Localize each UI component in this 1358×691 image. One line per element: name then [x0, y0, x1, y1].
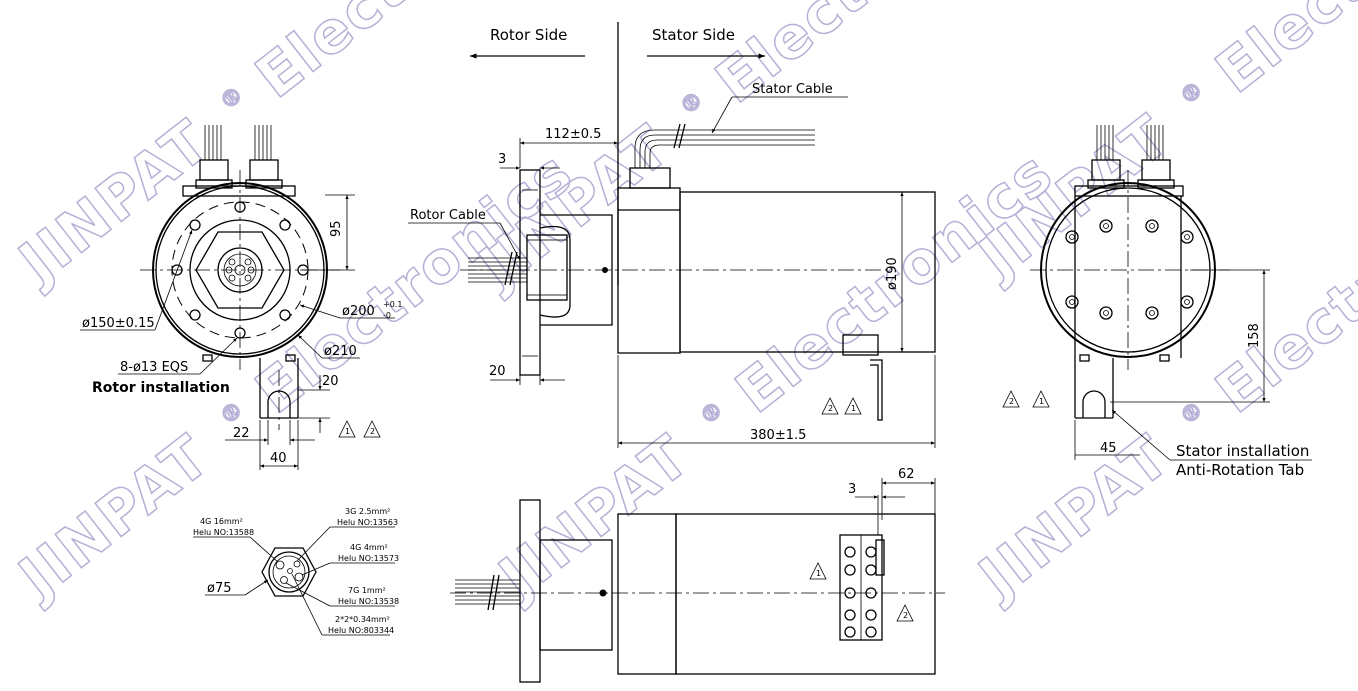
dim-158: 158 [1247, 323, 1262, 348]
watermark-registered: ® [1176, 396, 1210, 430]
svg-text:Helu NO:13538: Helu NO:13538 [338, 597, 399, 606]
watermark-registered: ® [1176, 76, 1210, 110]
watermark-company: Electronics [1203, 138, 1358, 426]
warning-marks-right: 2 1 [1002, 390, 1050, 408]
warning-marks-top-view: 1 2 [809, 562, 914, 622]
rotor-installation-label: Rotor installation [92, 380, 230, 396]
watermark-company: Electronics [243, 138, 585, 426]
dim-95: 95 [329, 220, 344, 237]
svg-text:1: 1 [851, 404, 856, 413]
dim-45: 45 [1100, 441, 1117, 456]
dim-200-tol-upper: +0.1 [383, 300, 402, 309]
dim-75: ø75 [207, 581, 232, 596]
svg-text:2: 2 [903, 611, 908, 620]
svg-text:1: 1 [1039, 397, 1044, 406]
rotor-end-view: 95 ø150±0.15 ø200 +0.1 -0 ø210 8-ø13 EQS… [80, 125, 402, 470]
side-headers: Rotor Side Stator Side [470, 22, 765, 285]
watermark-brand: JINPAT [4, 421, 223, 613]
svg-text:4G 16mm²: 4G 16mm² [200, 517, 243, 526]
watermark-company: Electronics [703, 0, 1045, 116]
svg-text:3G 2.5mm²: 3G 2.5mm² [345, 507, 390, 516]
svg-text:Helu NO:13588: Helu NO:13588 [193, 528, 254, 537]
rotor-side-label: Rotor Side [490, 26, 567, 44]
watermark-registered: ® [216, 81, 250, 115]
warning-marks-center: 2 1 [821, 397, 862, 415]
svg-text:Helu NO:803344: Helu NO:803344 [328, 626, 394, 635]
svg-text:7G 1mm²: 7G 1mm² [348, 586, 386, 595]
dim-3-bottom: 3 [848, 482, 856, 497]
svg-text:1: 1 [816, 569, 821, 578]
dim-40: 40 [270, 451, 287, 466]
watermark-company: Electronics [1203, 0, 1358, 106]
svg-text:4G 4mm²: 4G 4mm² [350, 543, 388, 552]
stator-collar [617, 187, 681, 354]
svg-text:2: 2 [828, 404, 833, 413]
dim-150: ø150±0.15 [82, 316, 155, 331]
dim-20-tab: 20 [322, 374, 339, 389]
stator-body [679, 191, 936, 353]
dim-62: 62 [898, 467, 915, 482]
watermark-brand: JINPAT [964, 421, 1183, 613]
stator-side-label: Stator Side [652, 26, 735, 44]
watermark-brand: JINPAT [484, 421, 703, 613]
stator-cable [634, 123, 815, 168]
top-view: 62 3 1 2 [450, 467, 945, 683]
svg-text:2*2*0.34mm²: 2*2*0.34mm² [335, 615, 390, 624]
svg-text:Helu NO:13573: Helu NO:13573 [338, 554, 399, 563]
dim-200-tol-lower: -0 [383, 311, 391, 320]
dim-22: 22 [233, 426, 250, 441]
svg-text:2: 2 [370, 427, 375, 436]
svg-text:2: 2 [1009, 397, 1014, 406]
stator-end-tab [1074, 354, 1170, 419]
dim-380: 380±1.5 [750, 428, 806, 443]
stator-cable-label: Stator Cable [752, 82, 833, 97]
dim-112: 112±0.5 [545, 127, 601, 142]
stator-end-view: 158 45 Stator installation Anti-Rotation… [1002, 125, 1312, 479]
dim-20-flange: 20 [489, 364, 506, 379]
dim-200: ø200 [342, 304, 375, 319]
side-view: Rotor Cable Stator Cable 112±0.5 3 [408, 82, 936, 448]
svg-text:Helu NO:13563: Helu NO:13563 [337, 518, 398, 527]
dim-210: ø210 [324, 344, 357, 359]
rotor-cable-label: Rotor Cable [410, 208, 486, 223]
dim-190: ø190 [885, 257, 900, 290]
top-view-cable [455, 574, 520, 611]
cable-cross-section: 4G 16mm² Helu NO:13588 3G 2.5mm² Helu NO… [193, 507, 399, 636]
stator-end-bolts [1065, 219, 1194, 320]
dim-holes: 8-ø13 EQS [120, 360, 188, 375]
cable-spec-labels: 4G 16mm² Helu NO:13588 3G 2.5mm² Helu NO… [193, 507, 399, 636]
watermark-registered: ® [676, 86, 710, 120]
warning-marks-left: 1 2 [338, 420, 381, 438]
rotor-end-cables [195, 125, 283, 189]
watermark-registered: ® [696, 396, 730, 430]
dim-3-top: 3 [498, 152, 506, 167]
anti-rotation-tab-label: Anti-Rotation Tab [1176, 461, 1304, 479]
terminal-block [839, 534, 885, 641]
svg-text:1: 1 [345, 427, 350, 436]
stator-end-cables [1087, 125, 1175, 189]
rotor-flange [519, 169, 541, 376]
stator-installation-label: Stator installation [1176, 442, 1309, 460]
